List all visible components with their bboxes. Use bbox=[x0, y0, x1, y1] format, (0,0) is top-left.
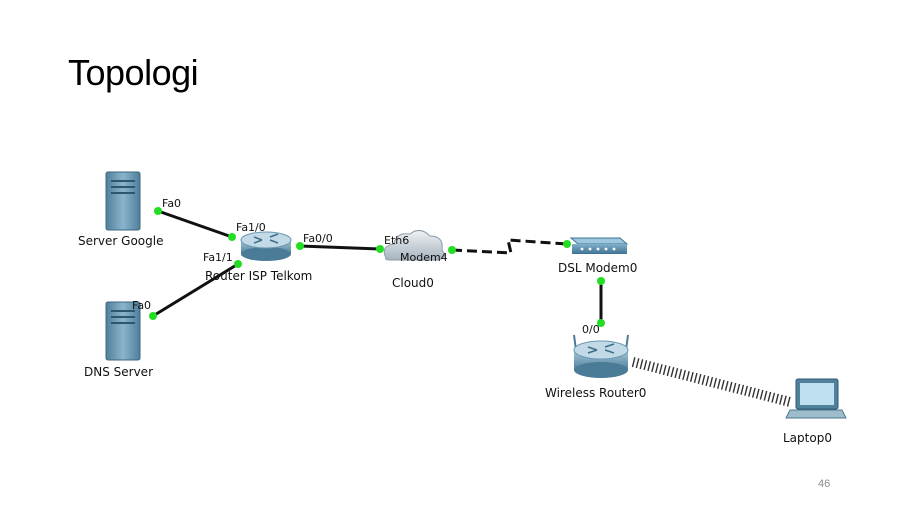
port-label: 0/0 bbox=[582, 323, 600, 336]
port-label: Fa0 bbox=[132, 299, 151, 312]
dsl-modem0[interactable] bbox=[569, 237, 629, 254]
port-dot bbox=[597, 277, 605, 285]
port-label: Fa1/1 bbox=[203, 251, 233, 264]
port-label: Modem4 bbox=[400, 251, 448, 264]
dns-server[interactable] bbox=[105, 301, 141, 361]
port-label: Fa1/0 bbox=[236, 221, 266, 234]
label-server-google: Server Google bbox=[78, 234, 163, 248]
laptop-icon bbox=[785, 378, 847, 419]
link-wireless-laptop bbox=[631, 357, 792, 407]
port-dot bbox=[376, 245, 384, 253]
router-icon bbox=[240, 231, 292, 261]
label-dsl-modem: DSL Modem0 bbox=[558, 261, 637, 275]
port-dot bbox=[448, 246, 456, 254]
wireless-router-icon bbox=[573, 334, 629, 378]
link-server-google-router bbox=[157, 209, 233, 239]
page-number: 46 bbox=[818, 478, 831, 490]
link-cloud-dsl-modem bbox=[451, 238, 568, 255]
port-dot bbox=[228, 233, 236, 241]
link-dns-router bbox=[152, 262, 239, 318]
port-dot bbox=[296, 242, 304, 250]
label-wireless-router: Wireless Router0 bbox=[545, 386, 646, 400]
router-isp-telkom[interactable] bbox=[240, 231, 292, 261]
label-cloud: Cloud0 bbox=[392, 276, 434, 290]
port-dot bbox=[234, 260, 242, 268]
cloud-icon bbox=[383, 230, 445, 261]
links bbox=[152, 209, 792, 407]
port-dot bbox=[563, 240, 571, 248]
port-label: Fa0/0 bbox=[303, 232, 333, 245]
dsl-modem-icon bbox=[569, 237, 629, 254]
slide-title: Topologi bbox=[68, 52, 199, 93]
port-label: Eth6 bbox=[384, 234, 409, 247]
port-dots bbox=[149, 207, 605, 327]
laptop0[interactable] bbox=[785, 378, 847, 419]
wireless-router0[interactable] bbox=[573, 334, 629, 378]
port-dot bbox=[154, 207, 162, 215]
cloud0[interactable] bbox=[383, 230, 445, 261]
label-dns-server: DNS Server bbox=[84, 365, 153, 379]
label-router-isp: Router ISP Telkom bbox=[205, 269, 312, 283]
label-laptop: Laptop0 bbox=[783, 431, 832, 445]
port-label: Fa0 bbox=[162, 197, 181, 210]
server-google[interactable] bbox=[105, 171, 141, 231]
link-router-cloud bbox=[299, 244, 381, 251]
port-dot bbox=[597, 319, 605, 327]
port-dot bbox=[149, 312, 157, 320]
